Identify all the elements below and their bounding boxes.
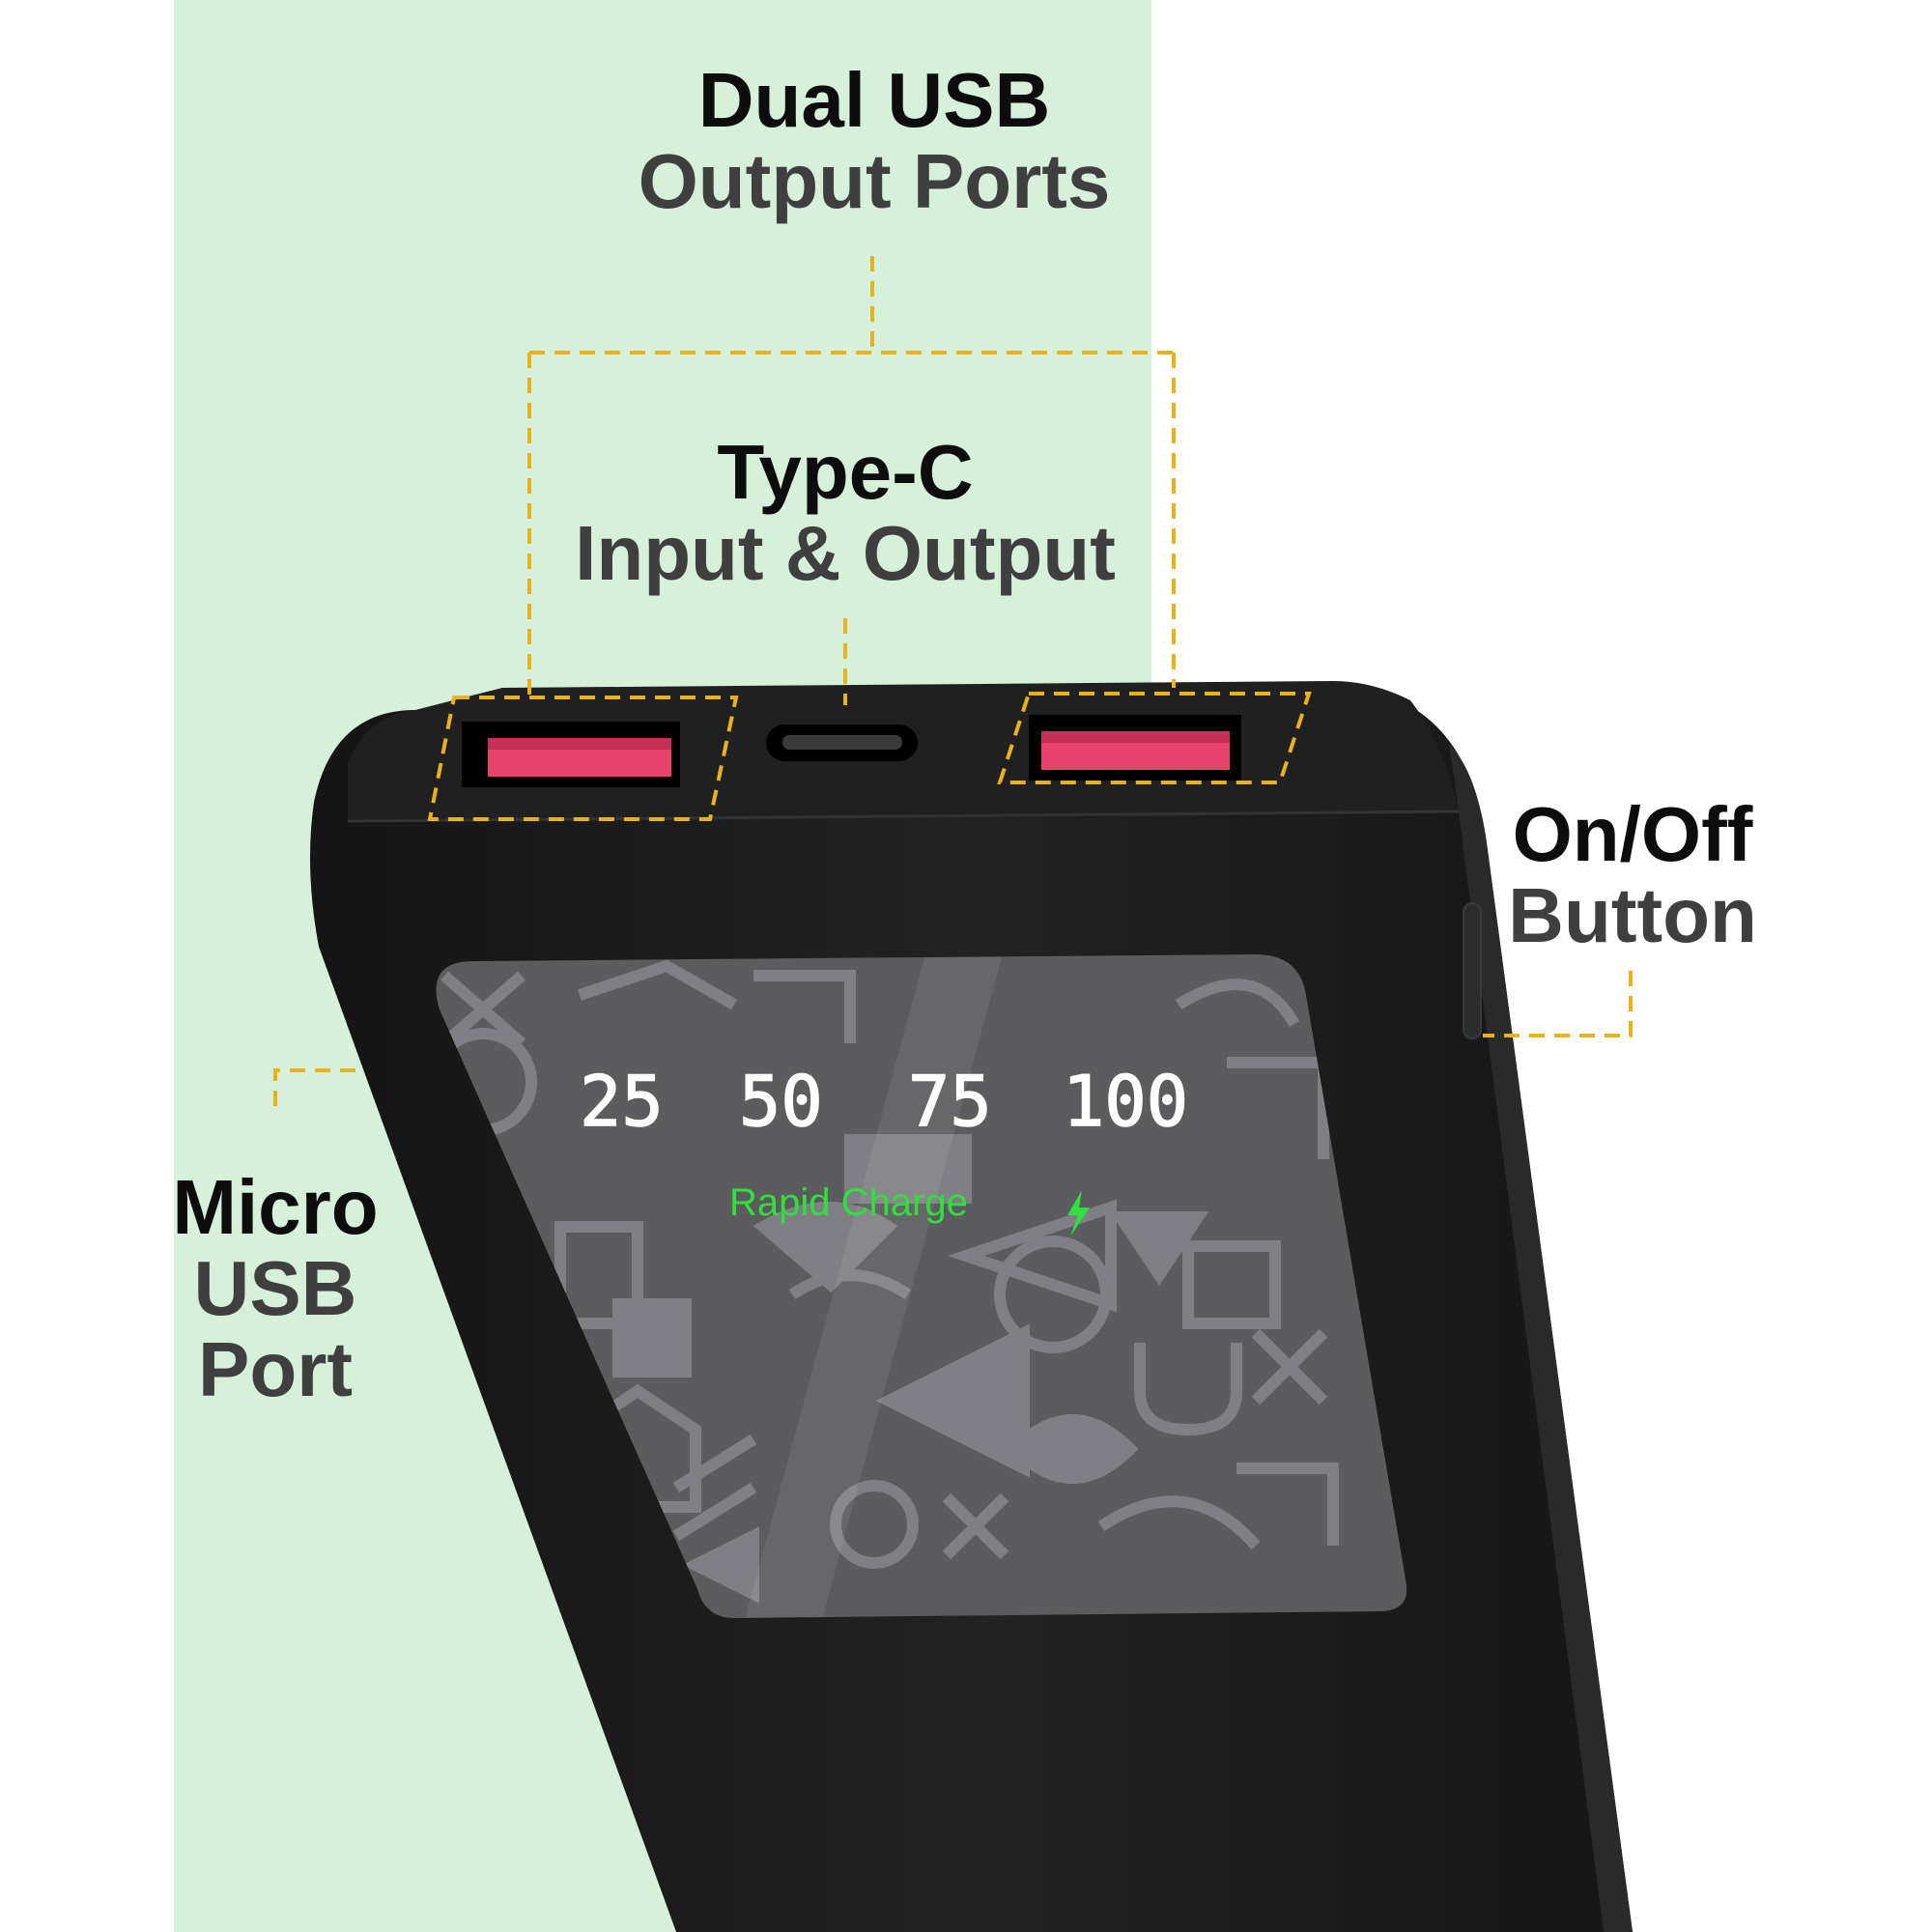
callout-type-c-subtitle: Input & Output [575,510,1116,596]
callout-dual-usb: Dual USB Output Ports [609,60,1140,222]
device-side-edge [1449,744,1633,1932]
callout-micro-usb-title: Micro [172,1164,379,1250]
usb-port-right [1029,715,1241,781]
lightning-bolt-icon [1067,1190,1090,1236]
callout-dual-usb-subtitle: Output Ports [638,138,1111,224]
callout-on-off-subtitle: Button [1508,872,1757,958]
level-100: 100 [1063,1061,1188,1142]
level-75: 75 [908,1061,992,1142]
display-pattern [436,954,1339,1618]
callout-on-off: On/Off Button [1478,794,1787,956]
callout-on-off-title: On/Off [1512,791,1753,877]
display-glass [436,954,1407,1618]
callout-dual-usb-title: Dual USB [697,57,1051,143]
on-off-button [1463,902,1482,1039]
rapid-charge-label: Rapid Charge [729,1181,968,1224]
callout-type-c: Type-C Input & Output [541,432,1150,594]
callout-micro-usb: Micro USB Port [164,1167,386,1410]
callout-micro-usb-line3: Port [198,1326,353,1412]
callout-micro-usb-line2: USB [193,1245,357,1331]
level-25: 25 [580,1061,664,1142]
type-c-port [766,724,918,761]
callout-lines [273,256,1633,1106]
battery-level-display: 25 50 75 100 [579,1060,1189,1143]
level-50: 50 [739,1061,823,1142]
callout-type-c-title: Type-C [717,429,974,515]
usb-port-left [462,722,680,787]
